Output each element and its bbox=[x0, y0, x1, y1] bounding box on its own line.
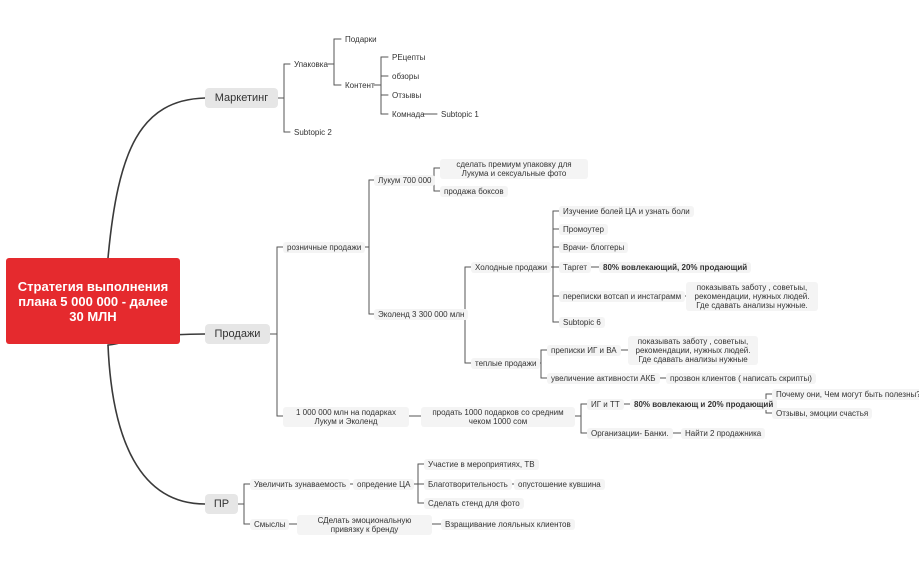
topic-photo-stand[interactable]: Сделать стенд для фото bbox=[424, 498, 524, 509]
topic-gifts[interactable]: Подарки bbox=[345, 35, 377, 44]
topic-box-sales[interactable]: продажа боксов bbox=[440, 186, 508, 197]
topic-pain-study[interactable]: Изучение болей ЦА и узнать боли bbox=[559, 206, 694, 217]
topic-retail-sales[interactable]: розничные продажи bbox=[283, 242, 366, 253]
topic-emotions[interactable]: Отзывы, эмоции счастья bbox=[772, 408, 873, 419]
link-root-marketing bbox=[107, 97, 206, 259]
topic-target[interactable]: Таргет bbox=[559, 262, 592, 273]
branch-marketing[interactable]: Маркетинг bbox=[205, 88, 278, 108]
topic-ekolend[interactable]: Эколенд 3 300 000 млн bbox=[374, 309, 469, 320]
topic-ig-tt[interactable]: ИГ и ТТ bbox=[587, 399, 624, 410]
link-root-pr bbox=[107, 344, 206, 505]
topic-gifts-million[interactable]: 1 000 000 млн на подарках Лукум и Эколен… bbox=[283, 407, 409, 427]
topic-akb[interactable]: увеличение активности АКБ bbox=[547, 373, 660, 384]
topic-warm-sales[interactable]: теплые продажи bbox=[471, 358, 541, 369]
topic-packaging[interactable]: Упаковка bbox=[294, 60, 328, 69]
topic-sell-gifts[interactable]: продать 1000 подарков со средним чеком 1… bbox=[421, 407, 575, 427]
topic-events[interactable]: Участие в мероприятиях, ТВ bbox=[424, 459, 539, 470]
topic-lukum[interactable]: Лукум 700 000 bbox=[374, 175, 436, 186]
topic-ig-tt-detail[interactable]: 80% вовлекающ и 20% продающий bbox=[630, 399, 778, 410]
topic-loyal-clients[interactable]: Взращивание лояльных клиентов bbox=[441, 519, 575, 530]
topic-chats-detail[interactable]: показывать заботу , советыы, рекомендаци… bbox=[686, 282, 818, 311]
topic-ig-chats[interactable]: преписки ИГ и ВА bbox=[547, 345, 621, 356]
topic-akb-detail[interactable]: прозвон клиентов ( написать скрипты) bbox=[666, 373, 816, 384]
topic-organizations[interactable]: Организации- Банки. bbox=[587, 428, 673, 439]
topic-awareness[interactable]: Увеличить зунаваемость bbox=[250, 479, 351, 490]
topic-why-useful[interactable]: Почему они, Чем могут быть полезны? bbox=[772, 389, 919, 400]
topic-define-ca[interactable]: опредение ЦА bbox=[353, 479, 415, 490]
topic-testimonials[interactable]: Отзывы bbox=[392, 91, 422, 100]
topic-content[interactable]: Контент bbox=[345, 81, 375, 90]
topic-cold-sales[interactable]: Холодные продажи bbox=[471, 262, 552, 273]
topic-subtopic-2[interactable]: Subtopic 2 bbox=[294, 128, 332, 137]
branch-sales[interactable]: Продажи bbox=[205, 324, 270, 344]
topic-ig-detail[interactable]: показывать заботу , советыы, рекомендаци… bbox=[628, 336, 758, 365]
topic-jug[interactable]: опустошение кувшина bbox=[514, 479, 605, 490]
topic-meanings[interactable]: Смыслы bbox=[250, 519, 290, 530]
topic-recipes[interactable]: РЕцепты bbox=[392, 53, 426, 62]
root-topic[interactable]: Стратегия выполнения плана 5 000 000 - д… bbox=[6, 258, 180, 344]
topic-doctor-bloggers[interactable]: Врачи- блоггеры bbox=[559, 242, 629, 253]
topic-chats[interactable]: переписки вотсап и инстаграмм bbox=[559, 291, 686, 302]
topic-reviews-overview[interactable]: обзоры bbox=[392, 72, 420, 81]
topic-charity[interactable]: Благотворительность bbox=[424, 479, 512, 490]
topic-team[interactable]: Комнада bbox=[392, 110, 425, 119]
topic-target-detail[interactable]: 80% вовлекающий, 20% продающий bbox=[599, 262, 752, 273]
topic-promoter[interactable]: Промоутер bbox=[559, 224, 608, 235]
branch-pr[interactable]: ПР bbox=[205, 494, 238, 514]
topic-find-sellers[interactable]: Найти 2 продажника bbox=[681, 428, 766, 439]
topic-premium-pack[interactable]: сделать премиум упаковку для Лукума и се… bbox=[440, 159, 588, 179]
topic-subtopic-6[interactable]: Subtopic 6 bbox=[559, 317, 605, 328]
topic-subtopic-1[interactable]: Subtopic 1 bbox=[441, 110, 479, 119]
topic-emotional-binding[interactable]: СДелать эмоциональную привязку к бренду bbox=[297, 515, 432, 535]
